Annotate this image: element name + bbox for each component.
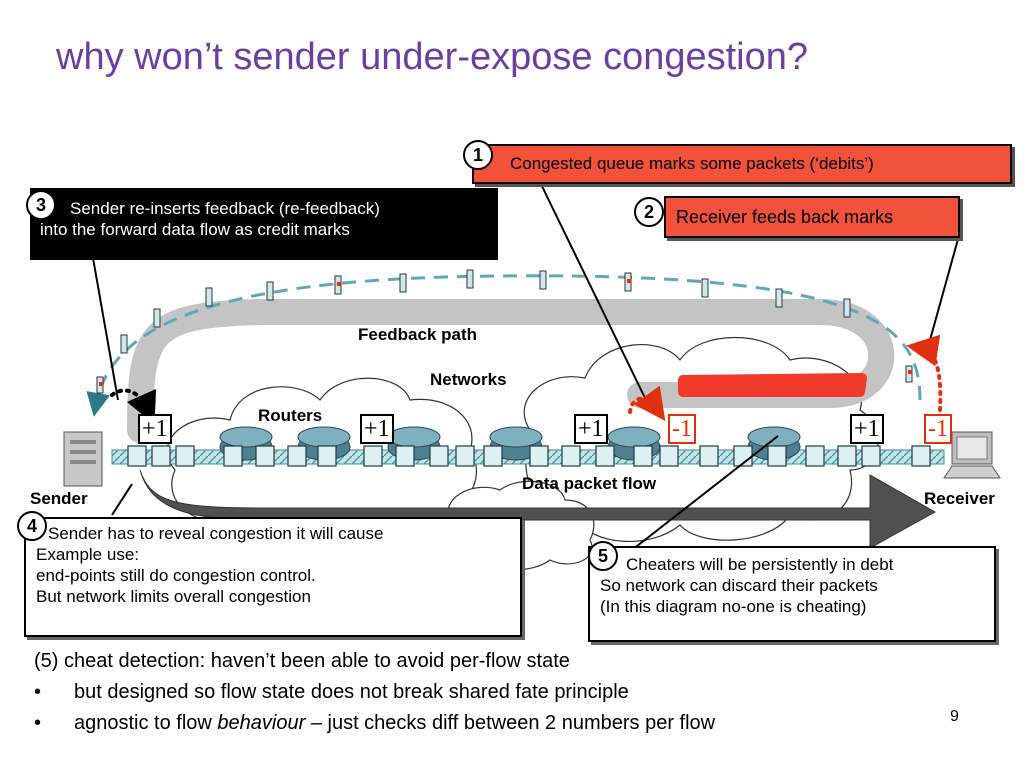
data-flow-label: Data packet flow: [522, 474, 657, 493]
step-badge: 1: [463, 140, 493, 170]
sender-computer-icon: [63, 431, 103, 487]
callout-line: Sender has to reveal congestion it will …: [48, 524, 384, 543]
step-badge: 4: [17, 511, 47, 541]
callout-text: Receiver feeds back marks: [676, 207, 894, 227]
callout-line: end-points still do congestion control.: [36, 566, 316, 585]
data-packets: [127, 445, 931, 467]
congestion-red-segment: [678, 373, 867, 397]
debit-mark: -1: [668, 414, 696, 444]
step-badge: 3: [26, 190, 56, 220]
callout-sender-reveals: Sender has to reveal congestion it will …: [24, 517, 522, 637]
callout-connectors: [92, 177, 961, 551]
callout-line: Sender re-inserts feedback (re-feedback): [70, 199, 380, 218]
feedback-path-label: Feedback path: [358, 325, 478, 344]
footer-line-pre: agnostic to flow: [74, 712, 218, 734]
footer-line: but designed so flow state does not brea…: [74, 681, 629, 703]
callout-line: Cheaters will be persistently in debt: [626, 555, 894, 574]
callout-congested-queue: Congested queue marks some packets (‘deb…: [472, 144, 1012, 184]
data-flow-arrow: [139, 469, 937, 549]
debit-mark: -1: [924, 414, 952, 444]
queue-dotted-arrow: [628, 385, 666, 422]
callout-text: Congested queue marks some packets (‘deb…: [510, 154, 874, 173]
credit-mark: +1: [574, 414, 608, 444]
networks-label: Networks: [430, 370, 507, 389]
page-number: 9: [950, 708, 959, 725]
slide-title: why won’t sender under-expose congestion…: [56, 36, 809, 78]
bullet-glyph: •: [34, 712, 42, 734]
footer-bullet-row: • but designed so flow state does not bre…: [34, 677, 715, 708]
routers-label: Routers: [258, 406, 323, 425]
sender-label: Sender: [30, 489, 88, 508]
receiver-label: Receiver: [924, 489, 995, 508]
credit-mark: +1: [850, 414, 884, 444]
callout-receiver-feedback: Receiver feeds back marks: [664, 196, 960, 238]
callout-line: Example use:: [36, 545, 139, 564]
callout-line: into the forward data flow as credit mar…: [40, 220, 350, 239]
receiver-computer-icon: [943, 431, 1001, 479]
bullet-glyph: •: [34, 681, 42, 703]
step-badge: 2: [634, 197, 664, 227]
callout-sender-reinserts: Sender re-inserts feedback (re-feedback)…: [30, 188, 498, 260]
credit-mark: +1: [360, 414, 394, 444]
feedback-packets: [96, 269, 913, 394]
footer-bullet-row: • agnostic to flow behaviour – just check…: [34, 708, 715, 739]
credit-mark: +1: [138, 414, 172, 444]
callout-line: (In this diagram no-one is cheating): [600, 597, 867, 616]
footer-line-post: – just checks diff between 2 numbers per…: [305, 712, 716, 734]
callout-line: So network can discard their packets: [600, 576, 878, 595]
step-badge: 5: [588, 541, 618, 571]
footer-line: (5) cheat detection: haven’t been able t…: [34, 650, 570, 672]
feedback-path-tube: [127, 299, 895, 443]
footer-line-emphasis: behaviour: [217, 712, 306, 734]
footer-notes: (5) cheat detection: haven’t been able t…: [34, 646, 715, 739]
receiver-dotted-arrow: [906, 334, 943, 412]
sender-dotted-arrow: [110, 388, 157, 425]
callout-line: But network limits overall congestion: [36, 587, 311, 606]
callout-cheaters: Cheaters will be persistently in debt So…: [588, 546, 996, 642]
